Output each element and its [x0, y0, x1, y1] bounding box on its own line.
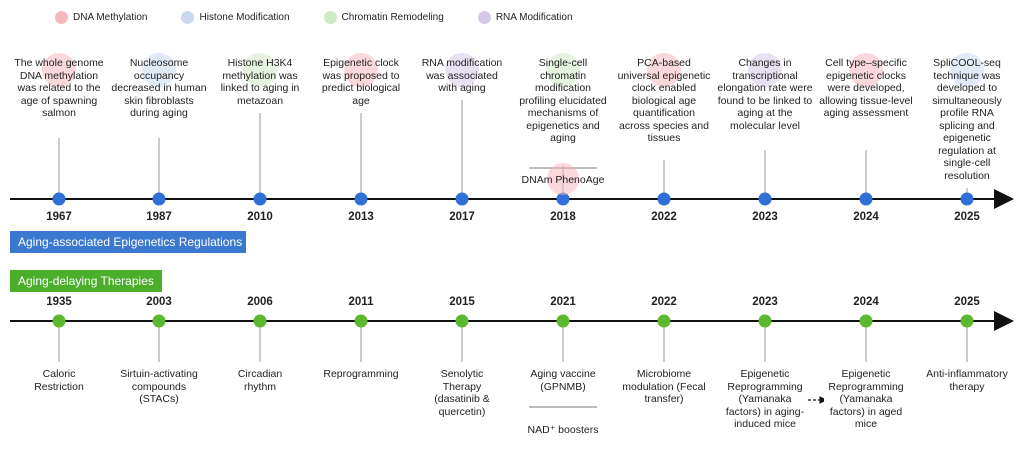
therapy-event-text: Epigenetic Reprogramming (Yamanaka facto…: [723, 368, 807, 431]
timeline-node: [455, 192, 469, 206]
category-bubble: [243, 53, 277, 87]
epigenetics-year: 1987: [146, 211, 172, 223]
timeline-node: [152, 192, 166, 206]
category-bubble: [647, 53, 681, 87]
legend-item: RNA Modification: [477, 11, 573, 24]
legend-item: DNA Methylation: [55, 11, 147, 24]
category-bubble: [42, 53, 76, 87]
epigenetics-extra-text: DNAm PhenoAge: [521, 174, 605, 186]
therapy-event-text: Senolytic Therapy (dasatinib & quercetin…: [422, 368, 502, 418]
therapies-year: 2006: [247, 296, 273, 308]
epigenetics-event-text: RNA modification was associated with agi…: [421, 57, 503, 94]
therapy-extra-text: NAD⁺ boosters: [527, 424, 599, 436]
epigenetics-event-text: The whole genome DNA methylation was rel…: [14, 57, 104, 119]
timeline-node: [859, 314, 873, 328]
legend-item: Chromatin Remodeling: [323, 11, 444, 24]
legend-swatch: [181, 11, 195, 24]
therapies-year: 2015: [449, 296, 475, 308]
therapy-event-text: Circadian rhythm: [225, 368, 295, 393]
category-bubble: [546, 53, 580, 87]
epigenetics-year: 2025: [954, 211, 980, 223]
therapies-year: 1935: [46, 296, 72, 308]
epigenetics-event-text: PCA-based universal epigenetic clock ena…: [617, 57, 711, 144]
timeline-node: [960, 314, 974, 328]
therapy-event-text: Sirtuin-activating compounds (STACs): [114, 368, 204, 406]
epigenetics-event-text: SpliCOOL-seq technique was developed to …: [932, 57, 1002, 182]
therapies-banner: Aging-delaying Therapies: [10, 270, 162, 292]
category-bubble: [849, 53, 883, 87]
timeline-node: [52, 192, 66, 206]
epigenetics-year: 2017: [449, 211, 475, 223]
category-bubble: [344, 53, 378, 87]
epigenetics-event-text: Changes in transcriptional elongation ra…: [717, 57, 813, 132]
epigenetics-year: 2018: [550, 211, 576, 223]
therapy-event-text: Reprogramming: [316, 368, 406, 381]
epigenetics-year: 1967: [46, 211, 72, 223]
epigenetics-event-text: Nucleosome occupancy decreased in human …: [111, 57, 207, 119]
epigenetics-event-text: Cell type–specific epigenetic clocks wer…: [819, 57, 913, 119]
epigenetics-year: 2023: [752, 211, 778, 223]
legend-item: Histone Modification: [181, 11, 290, 24]
epigenetics-year: 2013: [348, 211, 374, 223]
therapies-year: 2023: [752, 296, 778, 308]
therapy-event-text: Aging vaccine (GPNMB): [518, 368, 608, 393]
timeline-node: [960, 192, 974, 206]
timeline-node: [354, 314, 368, 328]
category-bubble: [142, 53, 176, 87]
epigenetics-year: 2024: [853, 211, 879, 223]
epigenetics-event-text: Single-cell chromatin modification profi…: [519, 57, 607, 144]
legend-swatch: [323, 11, 337, 24]
timeline-node: [556, 192, 570, 206]
legend-label: RNA Modification: [495, 12, 573, 23]
therapies-year: 2003: [146, 296, 172, 308]
timeline-node: [52, 314, 66, 328]
therapy-event-text: Microbiome modulation (Fecal transfer): [619, 368, 709, 406]
legend-label: Chromatin Remodeling: [341, 12, 444, 23]
therapies-year: 2021: [550, 296, 576, 308]
therapy-event-text: Epigenetic Reprogramming (Yamanaka facto…: [824, 368, 908, 431]
epigenetics-banner: Aging-associated Epigenetics Regulations: [10, 231, 246, 253]
therapies-timeline: [10, 311, 1014, 408]
therapies-year: 2011: [348, 296, 374, 308]
category-bubble: [547, 163, 579, 195]
timeline-node: [758, 192, 772, 206]
timeline-node: [253, 192, 267, 206]
therapy-event-text: Anti-inflammatory therapy: [925, 368, 1009, 393]
timeline-node: [354, 192, 368, 206]
category-bubble: [950, 53, 984, 87]
epigenetics-event-text: Epigenetic clock was proposed to predict…: [321, 57, 401, 107]
category-bubble: [445, 53, 479, 87]
epigenetics-event-text: Histone H3K4 methylation was linked to a…: [220, 57, 300, 107]
timeline-node: [152, 314, 166, 328]
therapy-event-text: Caloric Restriction: [24, 368, 94, 393]
epigenetics-year: 2010: [247, 211, 273, 223]
legend-swatch: [55, 11, 68, 24]
epigenetics-year: 2022: [651, 211, 677, 223]
therapies-year: 2025: [954, 296, 980, 308]
legend-swatch: [477, 11, 491, 24]
timeline-node: [556, 314, 570, 328]
timeline-node: [758, 314, 772, 328]
category-bubble: [748, 53, 782, 87]
timeline-node: [455, 314, 469, 328]
legend-label: DNA Methylation: [73, 12, 148, 23]
timeline-node: [859, 192, 873, 206]
timeline-node: [253, 314, 267, 328]
legend: DNA Methylation Histone Modification Chrom…: [55, 11, 607, 24]
therapies-year: 2022: [651, 296, 677, 308]
timeline-node: [657, 192, 671, 206]
timeline-node: [657, 314, 671, 328]
therapies-year: 2024: [853, 296, 879, 308]
legend-label: Histone Modification: [199, 12, 290, 23]
